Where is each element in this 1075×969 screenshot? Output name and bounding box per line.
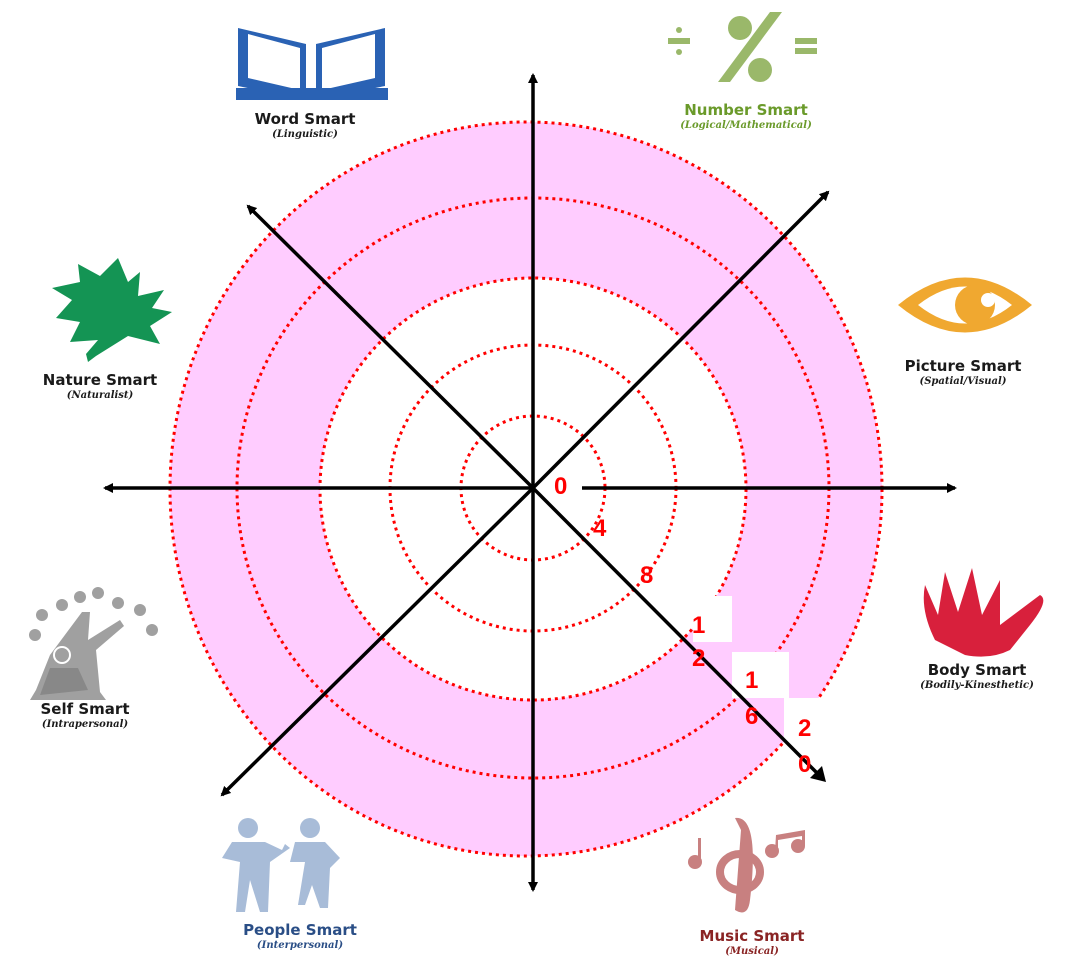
scale-label-backing (732, 652, 789, 698)
title: Self Smart (40, 700, 130, 718)
scale-label-0: 0 (554, 473, 568, 500)
scale-label-12: 12 (692, 612, 706, 672)
scale-label-20: 20 (798, 715, 812, 778)
axis-nw (246, 204, 535, 490)
subtitle: (Interpersonal) (256, 940, 344, 951)
label-nature-smart: Nature Smart (Naturalist) (43, 371, 157, 401)
axis-sw (220, 486, 535, 797)
title: Word Smart (254, 110, 356, 128)
label-people-smart: People Smart (Interpersonal) (243, 921, 357, 951)
eye-icon (898, 277, 1032, 333)
subtitle: (Logical/Mathematical) (680, 120, 812, 131)
label-body-smart: Body Smart (Bodily-Kinesthetic) (920, 661, 1034, 691)
label-self-smart: Self Smart (Intrapersonal) (41, 700, 130, 730)
people-icon (222, 818, 340, 912)
subtitle: (Musical) (725, 946, 779, 957)
book-icon (236, 28, 388, 100)
axis-se-arrowhead (810, 766, 826, 782)
axis-ne (531, 190, 830, 490)
subtitle: (Linguistic) (272, 129, 338, 140)
tree-person-icon (29, 587, 158, 700)
title: People Smart (243, 921, 357, 939)
scale-label-4: 4 (593, 515, 607, 542)
subtitle: (Intrapersonal) (41, 719, 129, 730)
hand-icon (923, 568, 1044, 657)
title: Nature Smart (42, 371, 158, 389)
axis-se (531, 486, 820, 776)
percent-icon (668, 12, 817, 82)
label-number-smart: Number Smart (Logical/Mathematical) (680, 101, 812, 131)
title: Picture Smart (904, 357, 1022, 375)
label-picture-smart: Picture Smart (Spatial/Visual) (905, 357, 1022, 387)
label-music-smart: Music Smart (Musical) (700, 927, 805, 957)
title: Music Smart (699, 927, 805, 945)
scale-label-16: 16 (745, 667, 759, 730)
title: Body Smart (927, 661, 1027, 679)
subtitle: (Bodily-Kinesthetic) (920, 680, 1034, 691)
scale-label-8: 8 (640, 562, 654, 589)
title: Number Smart (684, 101, 808, 119)
leaf-icon (52, 258, 172, 362)
subtitle: (Spatial/Visual) (919, 376, 1007, 387)
subtitle: (Naturalist) (66, 390, 134, 401)
scale-label-backing (693, 596, 732, 642)
label-word-smart: Word Smart (Linguistic) (255, 110, 356, 140)
music-note-icon (688, 817, 805, 913)
